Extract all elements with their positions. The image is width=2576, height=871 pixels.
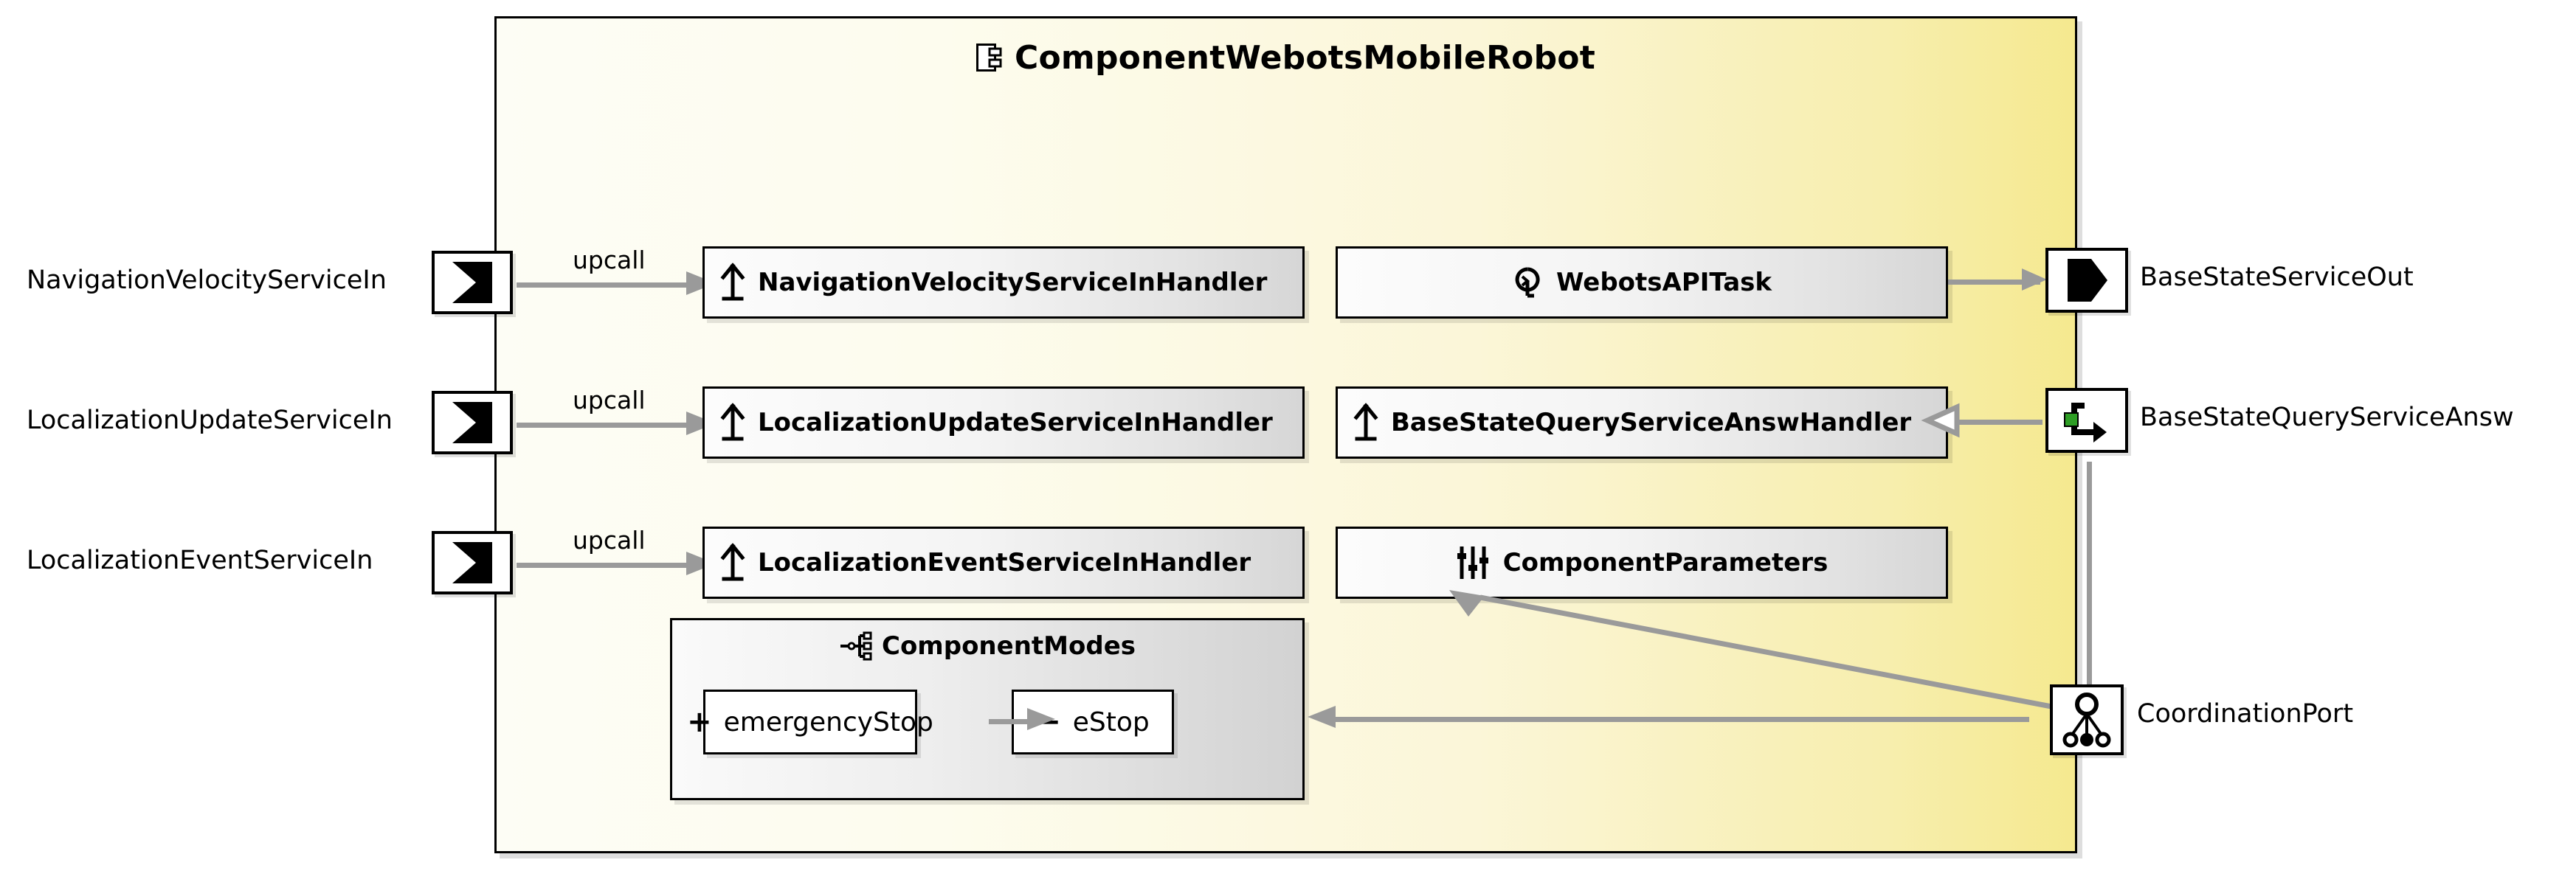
edge-label-upcall-2: upcall (573, 386, 646, 414)
activity-box-basestate-query-handler[interactable]: BaseStateQueryServiceAnswHandler (1336, 386, 1948, 459)
handler-label: LocalizationUpdateServiceInHandler (758, 408, 1273, 437)
edge-label-upcall-3: upcall (573, 526, 646, 555)
port-coordination[interactable] (2050, 684, 2124, 755)
port-label-basestate-service-out: BaseStateServiceOut (2140, 263, 2414, 292)
handler-box-localization-update[interactable]: LocalizationUpdateServiceInHandler (702, 386, 1305, 459)
port-label-localization-event-service-in: LocalizationEventServiceIn (27, 546, 373, 575)
handler-box-localization-event[interactable]: LocalizationEventServiceInHandler (702, 527, 1305, 599)
component-icon (976, 42, 1004, 73)
arrowhead-localization-event (686, 552, 716, 575)
edge-label-upcall-1: upcall (573, 246, 646, 274)
upcall-handler-icon (720, 263, 745, 302)
mode-state-symbol: + (687, 705, 712, 739)
connector-coordination-to-parameters (1449, 590, 2052, 709)
port-basestate-query-service-answ[interactable] (2045, 388, 2128, 453)
port-localization-event-service-in[interactable] (432, 531, 513, 594)
upcall-handler-icon (1353, 403, 1378, 443)
mode-state-emergency-stop[interactable]: + emergencyStop (687, 690, 933, 754)
task-loop-icon (1512, 265, 1543, 300)
port-basestate-service-out[interactable] (2045, 248, 2128, 313)
port-label-navigation-velocity-service-in: NavigationVelocityServiceIn (27, 266, 387, 295)
component-modes-label: ComponentModes (882, 631, 1136, 661)
upcall-handler-icon (720, 403, 745, 443)
query-answer-port-icon (2064, 403, 2107, 443)
connector-coordination-to-query-port (2087, 462, 2092, 696)
arrowhead-estop (1308, 706, 1336, 728)
activity-label: ComponentParameters (1502, 548, 1829, 577)
upcall-handler-icon (720, 543, 745, 583)
connector-mode-transition (989, 719, 1029, 724)
port-navigation-velocity-service-in[interactable] (432, 251, 513, 314)
mode-state-name: emergencyStop (723, 707, 933, 738)
component-modes-icon (839, 631, 873, 662)
component-modes-box: ComponentModes + emergencyStop − eStop (670, 618, 1305, 800)
activity-label: BaseStateQueryServiceAnswHandler (1391, 408, 1912, 437)
component-title-text: ComponentWebotsMobileRobot (1015, 38, 1595, 77)
service-in-port-icon (452, 262, 492, 303)
connector-coordination-to-estop (1328, 717, 2029, 722)
arrowhead-basestate-out (2022, 268, 2047, 291)
port-localization-update-service-in[interactable] (432, 391, 513, 454)
arrowhead-nav-velocity (686, 271, 716, 295)
arrowhead-query-answ-handler (1921, 403, 1960, 438)
service-in-port-icon (452, 402, 492, 443)
connector-task-to-basestate-out (1948, 280, 2040, 285)
port-label-coordination: CoordinationPort (2137, 699, 2354, 729)
handler-box-navigation-velocity[interactable]: NavigationVelocityServiceInHandler (702, 246, 1305, 319)
connector-localization-update (517, 423, 694, 428)
port-label-basestate-query-service-answ: BaseStateQueryServiceAnsw (2140, 403, 2514, 432)
component-title: ComponentWebotsMobileRobot (494, 35, 2077, 80)
service-out-port-icon (2068, 259, 2107, 302)
arrowhead-localization-update (686, 412, 716, 435)
handler-label: NavigationVelocityServiceInHandler (758, 268, 1268, 297)
connector-query-answ-to-handler (1955, 420, 2043, 425)
coordination-port-icon (2062, 693, 2111, 748)
mode-state-name: eStop (1072, 707, 1150, 738)
activity-box-webots-api-task[interactable]: WebotsAPITask (1336, 246, 1948, 319)
handler-label: LocalizationEventServiceInHandler (758, 548, 1251, 577)
service-in-port-icon (452, 542, 492, 583)
connector-localization-event (517, 563, 694, 568)
activity-box-component-parameters[interactable]: ComponentParameters (1336, 527, 1948, 599)
port-label-localization-update-service-in: LocalizationUpdateServiceIn (27, 406, 393, 435)
activity-label: WebotsAPITask (1555, 268, 1772, 297)
connector-nav-velocity (517, 282, 694, 288)
parameters-sliders-icon (1456, 544, 1490, 581)
component-modes-title: ComponentModes (672, 631, 1302, 662)
arrowhead-mode-transition (1027, 708, 1055, 730)
